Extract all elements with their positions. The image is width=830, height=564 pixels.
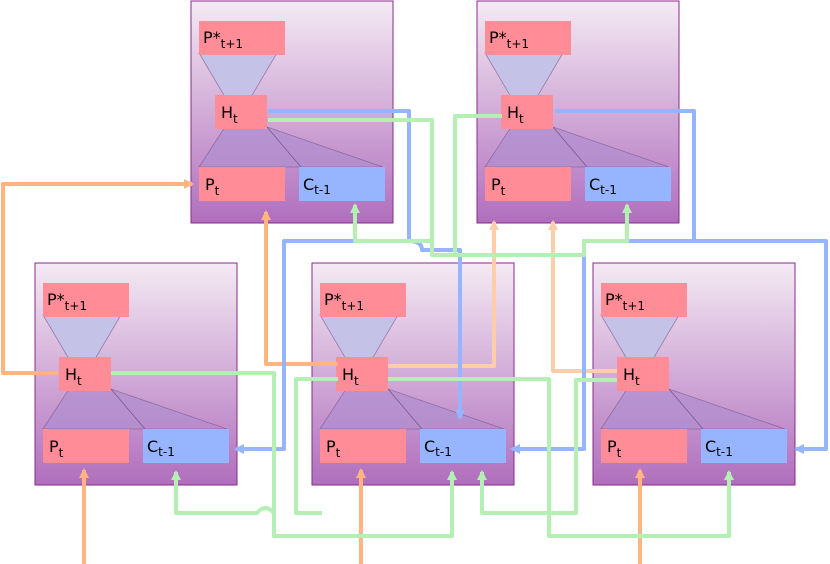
p-label: Pt — [607, 437, 622, 460]
p-box — [320, 429, 406, 463]
h-label: Ht — [221, 103, 238, 126]
p-label: Pt — [326, 437, 341, 460]
connections — [1, 109, 828, 564]
h-box — [336, 357, 388, 391]
p-box — [199, 167, 285, 201]
orange-h-mid-to-p-top-left — [261, 210, 338, 366]
c-box — [420, 429, 506, 463]
p-star-box — [199, 21, 285, 55]
green-bottom-right-h — [477, 378, 617, 515]
h-label: Ht — [507, 103, 524, 126]
fan-divider — [668, 388, 704, 430]
green-bottom-left-to-left-c — [171, 470, 276, 515]
c-label: Ct-1 — [589, 175, 617, 197]
h-box — [617, 357, 669, 391]
green-top-right-h — [453, 114, 632, 257]
fan-divider — [110, 388, 146, 430]
p-star-box — [485, 21, 571, 55]
c-label: Ct-1 — [147, 437, 175, 459]
p-star-label: P*t+1 — [47, 290, 87, 313]
c-box — [585, 167, 671, 201]
lorange-h-right-to-top — [548, 220, 617, 373]
green-bottom-mid-h-b — [294, 377, 338, 515]
p-label: Pt — [49, 437, 64, 460]
p-box — [485, 167, 571, 201]
h-box — [501, 95, 553, 129]
h-label: Ht — [623, 365, 640, 388]
fan-divider — [387, 388, 423, 430]
p-label: Pt — [491, 175, 506, 198]
blue-top-right-h-to-right-c — [555, 109, 828, 454]
p-star-label: P*t+1 — [605, 290, 645, 313]
p-star-box — [601, 283, 687, 317]
green-top-left-h-loop — [268, 118, 462, 257]
p-star-box — [43, 283, 129, 317]
c-box — [143, 429, 229, 463]
blue-loop-to-left-c — [234, 239, 409, 454]
green-bottom-mid-h — [388, 377, 734, 538]
p-box — [43, 429, 129, 463]
p-label: Pt — [205, 175, 220, 198]
lorange-h-mid-to-p-top-right — [388, 220, 499, 368]
c-label: Ct-1 — [303, 175, 331, 197]
h-box — [215, 95, 267, 129]
p-star-label: P*t+1 — [489, 28, 529, 51]
p-star-box — [320, 283, 406, 317]
green-bottom-left-h — [111, 371, 457, 538]
h-label: Ht — [65, 365, 82, 388]
orange-h-to-p-left — [1, 179, 194, 375]
h-label: Ht — [342, 365, 359, 388]
p-star-label: P*t+1 — [203, 28, 243, 51]
green-to-top-left-c — [350, 203, 432, 243]
h-box — [59, 357, 111, 391]
fan-divider — [266, 126, 302, 168]
c-box — [701, 429, 787, 463]
c-label: Ct-1 — [424, 437, 452, 459]
fan-divider — [552, 126, 588, 168]
p-box — [601, 429, 687, 463]
c-box — [299, 167, 385, 201]
c-label: Ct-1 — [705, 437, 733, 459]
p-star-label: P*t+1 — [324, 290, 364, 313]
